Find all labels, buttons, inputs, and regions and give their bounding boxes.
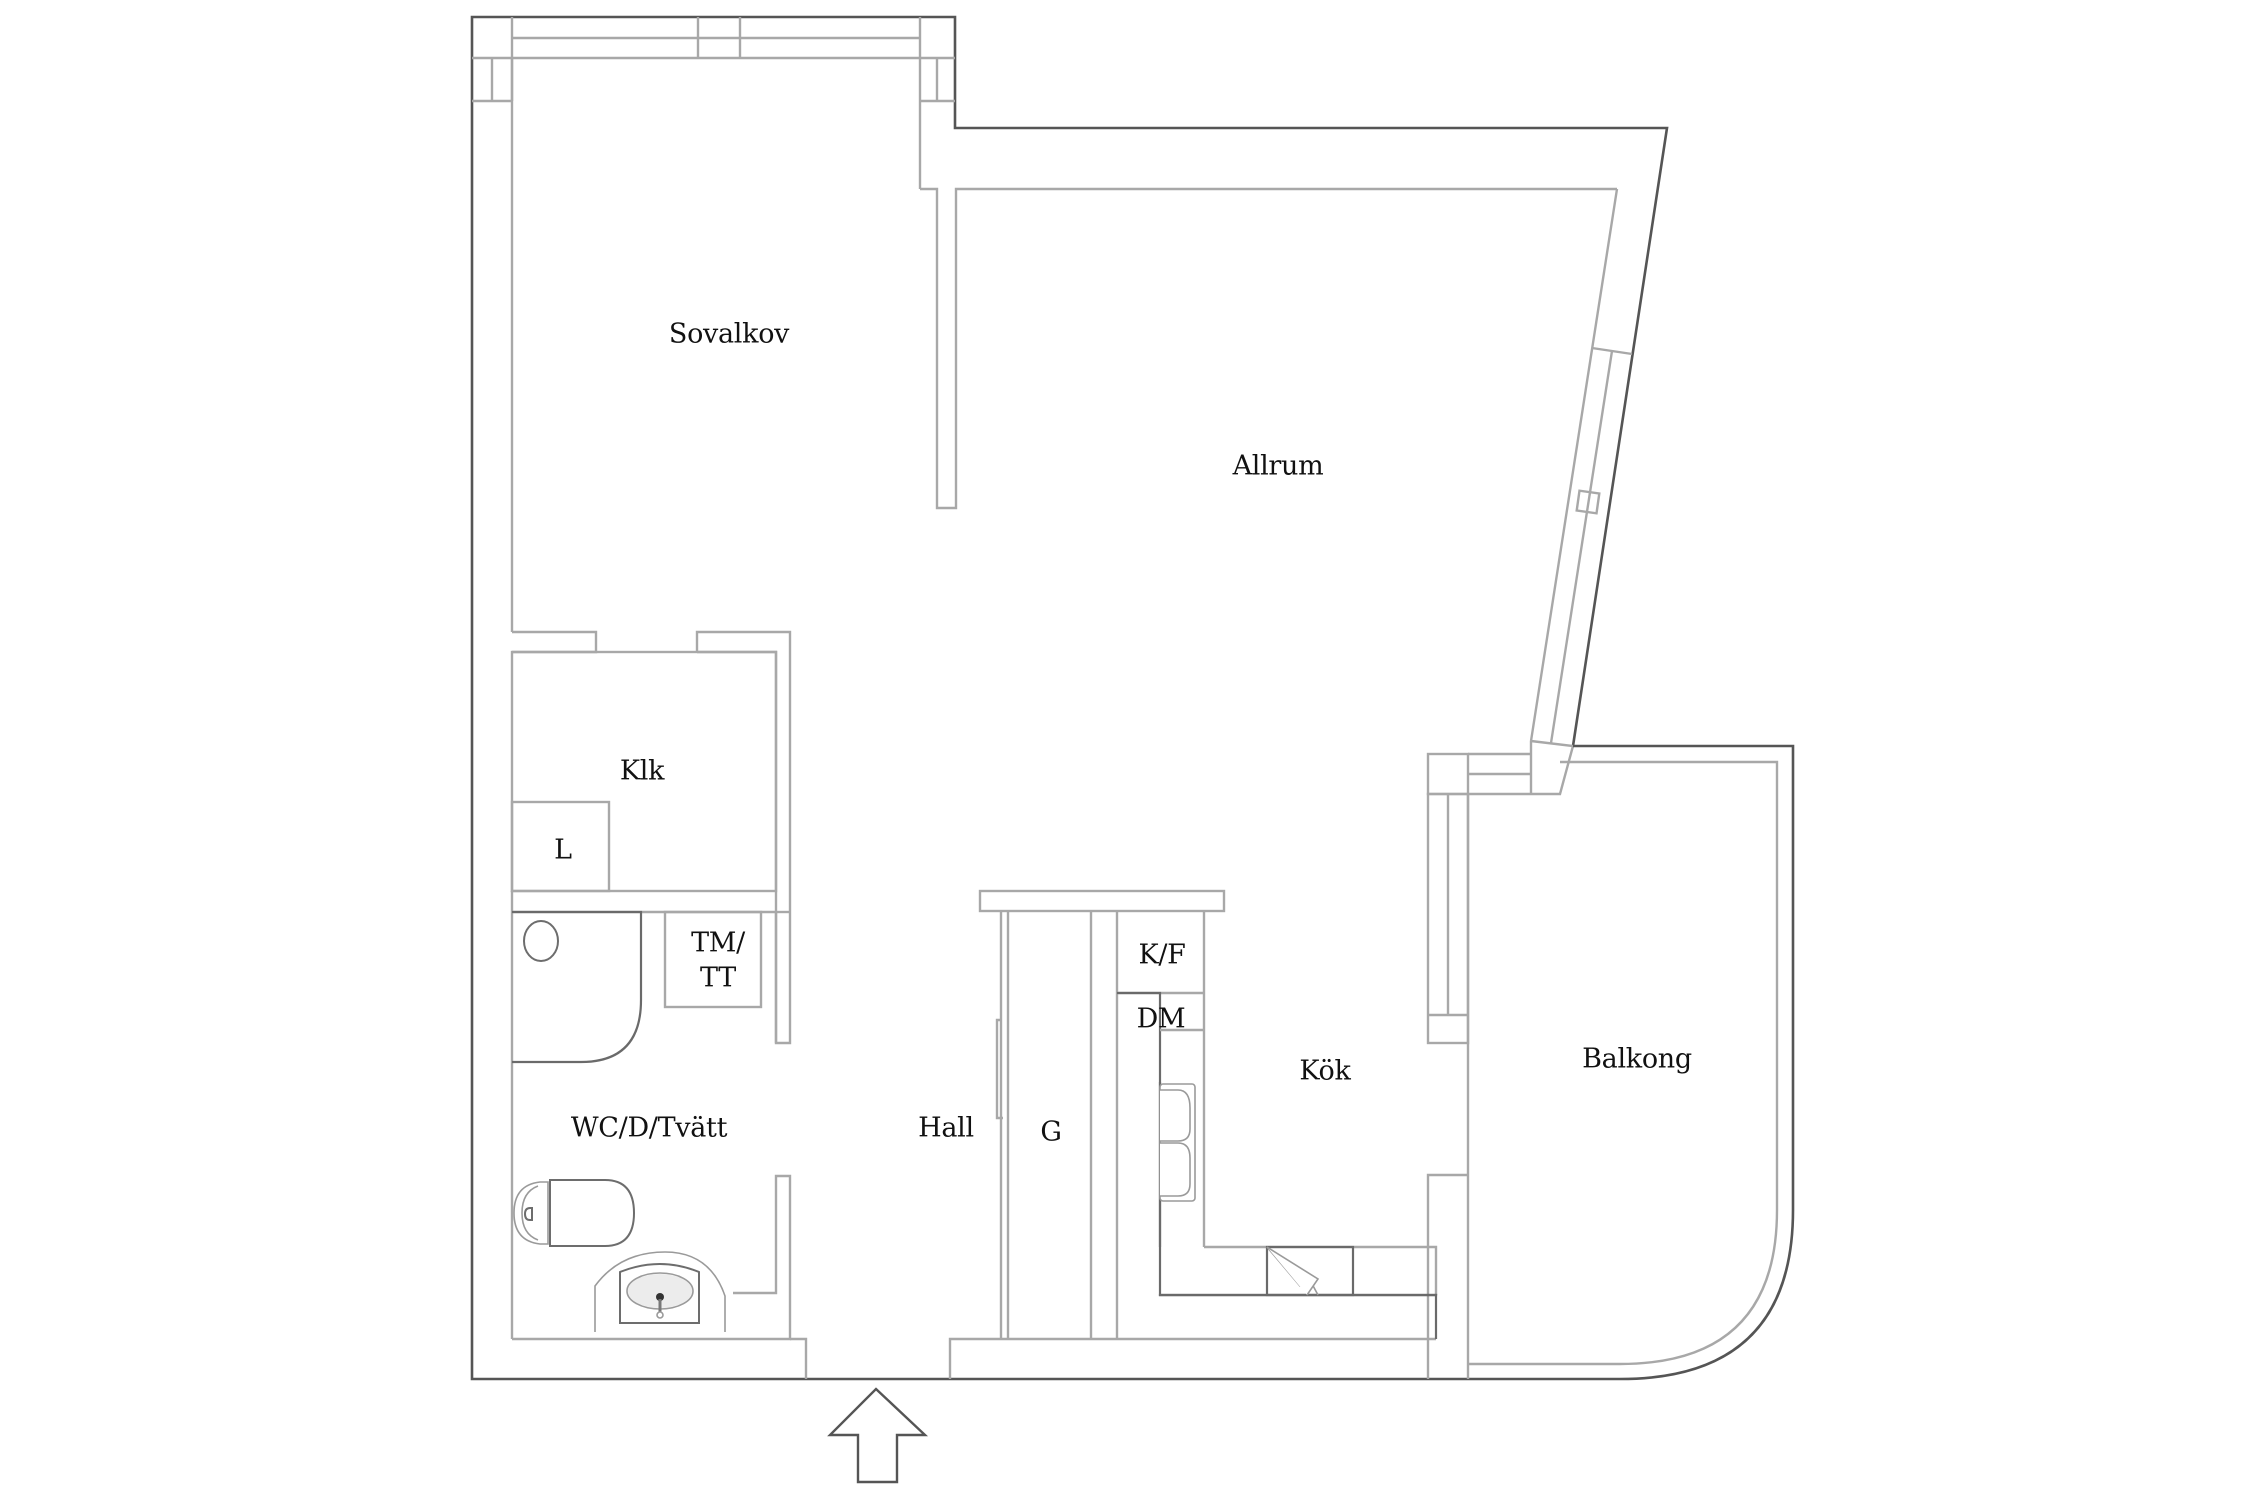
hall-wardrobe-walls (948, 889, 1436, 1379)
room-label-hall: Hall (918, 1112, 974, 1144)
room-label-balcony: Balkong (1582, 1043, 1692, 1075)
sink-fixture (594, 1251, 726, 1332)
room-label-klk: Klk (619, 755, 665, 787)
room-label-sovalkov: Sovalkov (668, 318, 790, 350)
room-label-washer-line1: TM/ (691, 927, 745, 959)
kitchen-window-wall (1426, 739, 1575, 1379)
room-label-kitchen: Kök (1299, 1055, 1351, 1087)
room-label-linen: L (554, 834, 572, 866)
kitchen-counters (1117, 911, 1438, 1339)
room-label-washer-line2: TT (700, 962, 736, 994)
room-label-allrum: Allrum (1232, 450, 1324, 482)
room-label-bathroom: WC/D/Tvätt (570, 1112, 728, 1144)
toilet-fixture (513, 1179, 636, 1247)
bathroom-walls (510, 891, 808, 1379)
room-label-wardrobe: G (1040, 1116, 1062, 1148)
shower-fixture (512, 910, 643, 1064)
room-label-dishwasher: DM (1136, 1003, 1186, 1035)
closet-walls (510, 630, 792, 1045)
room-label-fridge-freezer: K/F (1138, 939, 1186, 971)
arrow-up-icon (827, 1387, 929, 1484)
balcony-outline (1468, 744, 1795, 1381)
exterior-walls (470, 15, 1669, 1381)
